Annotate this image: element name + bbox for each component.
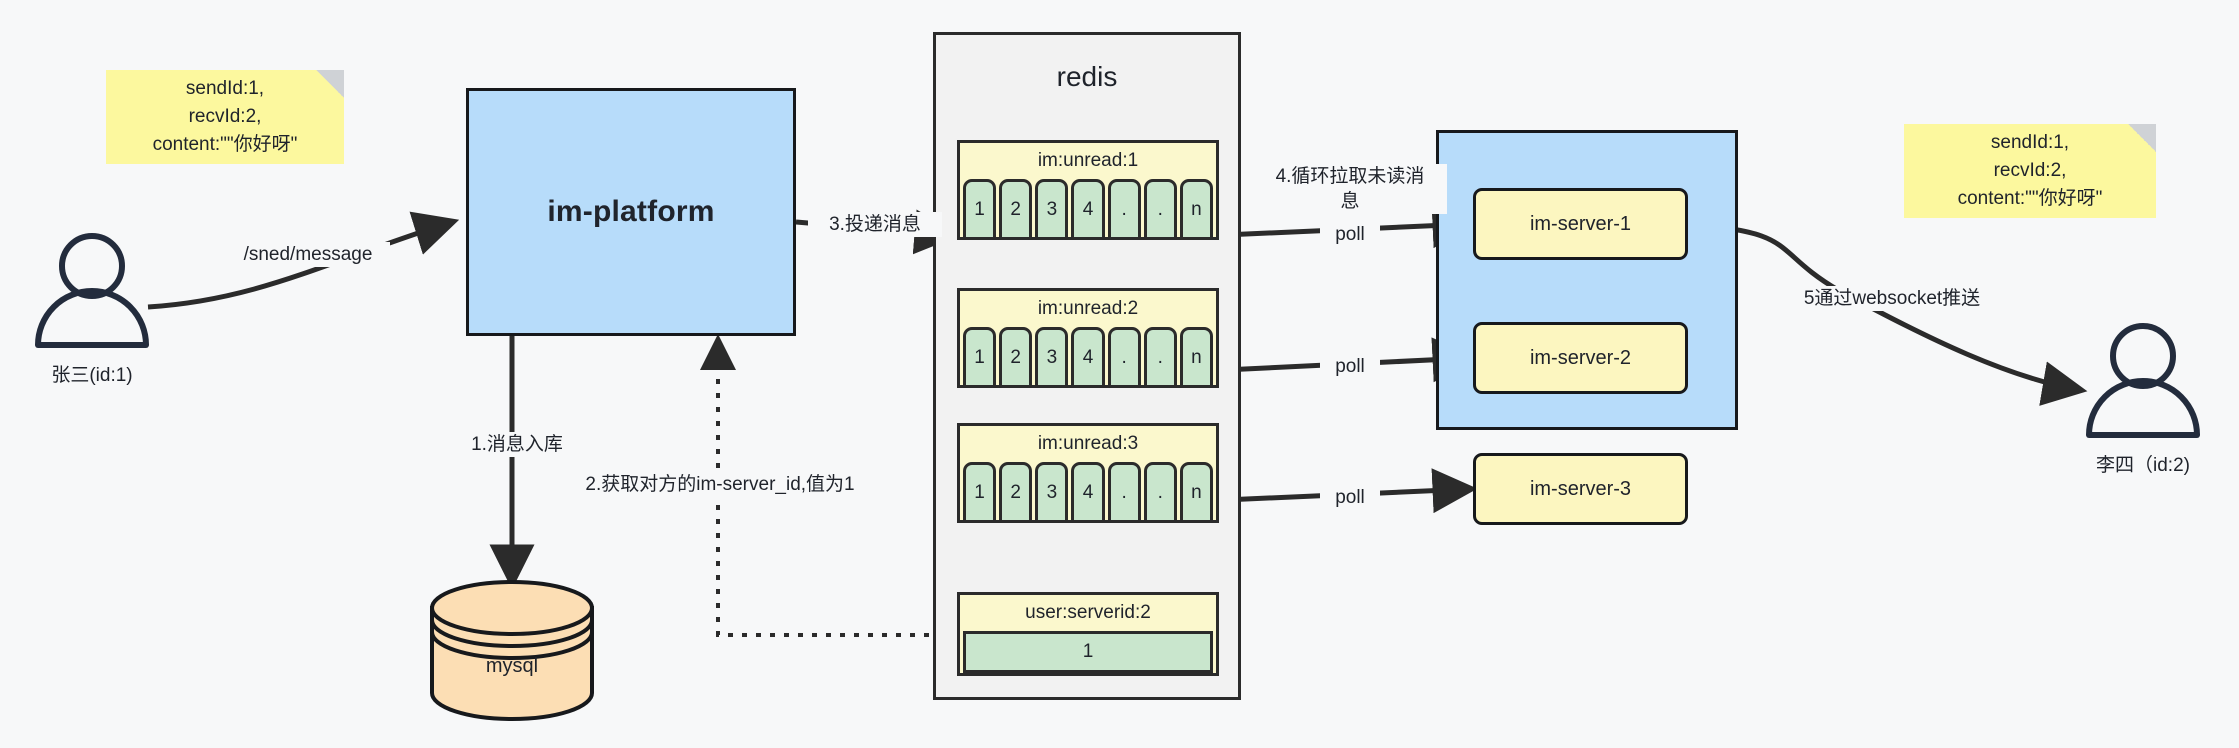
redis-cell: . — [1143, 462, 1177, 523]
note-fold-icon — [316, 70, 344, 98]
redis-cell: 4 — [1071, 462, 1105, 523]
edge-label-step4: 4.循环拉取未读消 息 — [1253, 164, 1447, 214]
note-left-text: sendId:1, recvId:2, content:""你好呀" — [152, 78, 298, 155]
mysql-cylinder — [430, 580, 594, 721]
edge-label-step2: 2.获取对方的im-server_id,值为1 — [568, 472, 872, 497]
redis-cell: 2 — [999, 327, 1033, 388]
im-server-3-box[interactable]: im-server-3 — [1473, 453, 1688, 525]
receiver-caption: 李四（id:2) — [2096, 455, 2190, 476]
redis-cell: . — [1143, 327, 1177, 388]
redis-cell: . — [1107, 327, 1141, 388]
note-fold-icon — [2128, 124, 2156, 152]
redis-serverid-group[interactable]: user:serverid:2 1 — [957, 592, 1219, 676]
mysql-label: mysql — [485, 655, 539, 677]
redis-key-name-1: im:unread:2 — [960, 291, 1216, 327]
receiver-actor-icon — [2086, 323, 2200, 438]
im-platform-box[interactable]: im-platform — [466, 88, 796, 336]
redis-cell: . — [1107, 179, 1141, 240]
redis-cell: 1 — [963, 327, 997, 388]
redis-cell: 1 — [963, 462, 997, 523]
redis-cell: 3 — [1035, 462, 1069, 523]
redis-key-group-2[interactable]: im:unread:3 1 2 3 4 . . n — [957, 423, 1219, 523]
im-server-1-label: im-server-1 — [1529, 212, 1632, 235]
redis-cell: 3 — [1035, 179, 1069, 240]
edge-label-poll-2: poll — [1320, 354, 1380, 379]
redis-cell: 3 — [1035, 327, 1069, 388]
sender-caption: 张三(id:1) — [51, 365, 133, 386]
im-platform-label: im-platform — [547, 195, 715, 228]
redis-key-group-1[interactable]: im:unread:2 1 2 3 4 . . n — [957, 288, 1219, 388]
redis-cell: n — [1179, 179, 1213, 240]
edge-label-poll-1: poll — [1320, 222, 1380, 247]
redis-key-name-2: im:unread:3 — [960, 426, 1216, 462]
redis-cell: 2 — [999, 462, 1033, 523]
im-server-2-label: im-server-2 — [1529, 346, 1632, 369]
edge-label-step1: 1.消息入库 — [450, 432, 584, 457]
redis-cell: n — [1179, 327, 1213, 388]
note-left: sendId:1, recvId:2, content:""你好呀" — [106, 70, 344, 164]
note-right: sendId:1, recvId:2, content:""你好呀" — [1904, 124, 2156, 218]
redis-key-name-0: im:unread:1 — [960, 143, 1216, 179]
redis-serverid-value: 1 — [963, 631, 1213, 673]
redis-title: redis — [1056, 61, 1118, 92]
redis-key-cells-1: 1 2 3 4 . . n — [963, 327, 1213, 388]
redis-cell: . — [1107, 462, 1141, 523]
redis-cell: 4 — [1071, 179, 1105, 240]
im-server-3-label: im-server-3 — [1529, 477, 1632, 500]
redis-key-cells-2: 1 2 3 4 . . n — [963, 462, 1213, 523]
sender-actor-icon — [35, 233, 149, 348]
im-server-1-box[interactable]: im-server-1 — [1473, 188, 1688, 260]
redis-cell: 4 — [1071, 327, 1105, 388]
redis-cell: n — [1179, 462, 1213, 523]
redis-cell: 2 — [999, 179, 1033, 240]
redis-cell: 1 — [963, 179, 997, 240]
note-right-text: sendId:1, recvId:2, content:""你好呀" — [1957, 132, 2103, 209]
edge-label-poll-3: poll — [1320, 485, 1380, 510]
edge-label-send-message: /sned/message — [226, 242, 390, 267]
edge-label-step5: 5通过websocket推送 — [1780, 286, 2004, 311]
redis-key-group-0[interactable]: im:unread:1 1 2 3 4 . . n — [957, 140, 1219, 240]
redis-cell: . — [1143, 179, 1177, 240]
redis-key-cells-0: 1 2 3 4 . . n — [963, 179, 1213, 240]
edge-label-step3: 3.投递消息 — [808, 212, 942, 237]
im-server-2-box[interactable]: im-server-2 — [1473, 322, 1688, 394]
redis-serverid-name: user:serverid:2 — [960, 595, 1216, 631]
